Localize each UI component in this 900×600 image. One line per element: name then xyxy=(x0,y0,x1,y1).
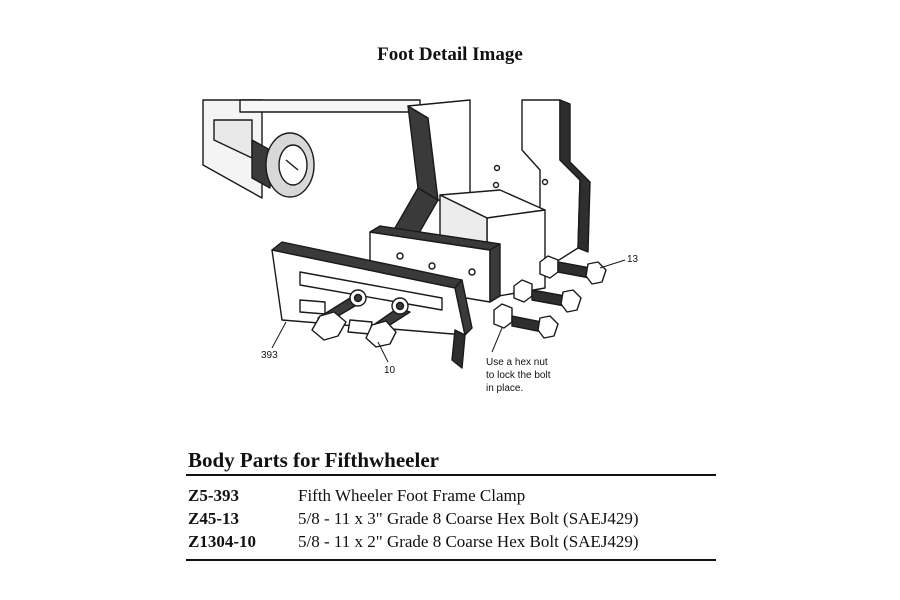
page-title: Foot Detail Image xyxy=(377,44,523,65)
side-plate xyxy=(492,99,591,273)
callout-10: 10 xyxy=(384,365,396,376)
leader-lines xyxy=(271,259,626,363)
parts-table: Z5-393 Fifth Wheeler Foot Frame Clamp Z4… xyxy=(186,484,639,553)
parts-section: Body Parts for Fifthwheeler Z5-393 Fifth… xyxy=(186,446,716,561)
part-code: Z5-393 xyxy=(188,486,239,505)
note-line-1: Use a hex nut xyxy=(486,357,548,368)
side-bolt-upper xyxy=(539,255,607,285)
side-bolt-lower xyxy=(493,303,559,339)
heading-rule xyxy=(186,474,716,476)
note-line-3: in place. xyxy=(486,383,523,394)
part-description: Fifth Wheeler Foot Frame Clamp xyxy=(298,486,526,505)
part-code: Z45-13 xyxy=(188,509,239,528)
wheel-hub xyxy=(265,132,315,198)
table-row: Z5-393 Fifth Wheeler Foot Frame Clamp xyxy=(186,484,639,507)
table-row: Z1304-10 5/8 - 11 x 2" Grade 8 Coarse He… xyxy=(186,530,639,553)
part-description: 5/8 - 11 x 2" Grade 8 Coarse Hex Bolt (S… xyxy=(298,532,639,551)
table-row: Z45-13 5/8 - 11 x 3" Grade 8 Coarse Hex … xyxy=(186,507,639,530)
frame-background xyxy=(202,99,421,199)
bottom-rule xyxy=(186,559,716,561)
part-code: Z1304-10 xyxy=(188,532,256,551)
part-description: 5/8 - 11 x 3" Grade 8 Coarse Hex Bolt (S… xyxy=(298,509,639,528)
parts-heading: Body Parts for Fifthwheeler xyxy=(188,448,439,472)
clamp-bolts xyxy=(311,289,411,348)
callout-393: 393 xyxy=(261,350,278,361)
foot-detail-diagram: 13 393 10 Use a hex nut to lock the bolt… xyxy=(202,99,639,394)
note-line-2: to lock the bolt xyxy=(486,370,551,381)
side-bolt-middle xyxy=(513,279,582,313)
callout-13: 13 xyxy=(627,254,639,265)
